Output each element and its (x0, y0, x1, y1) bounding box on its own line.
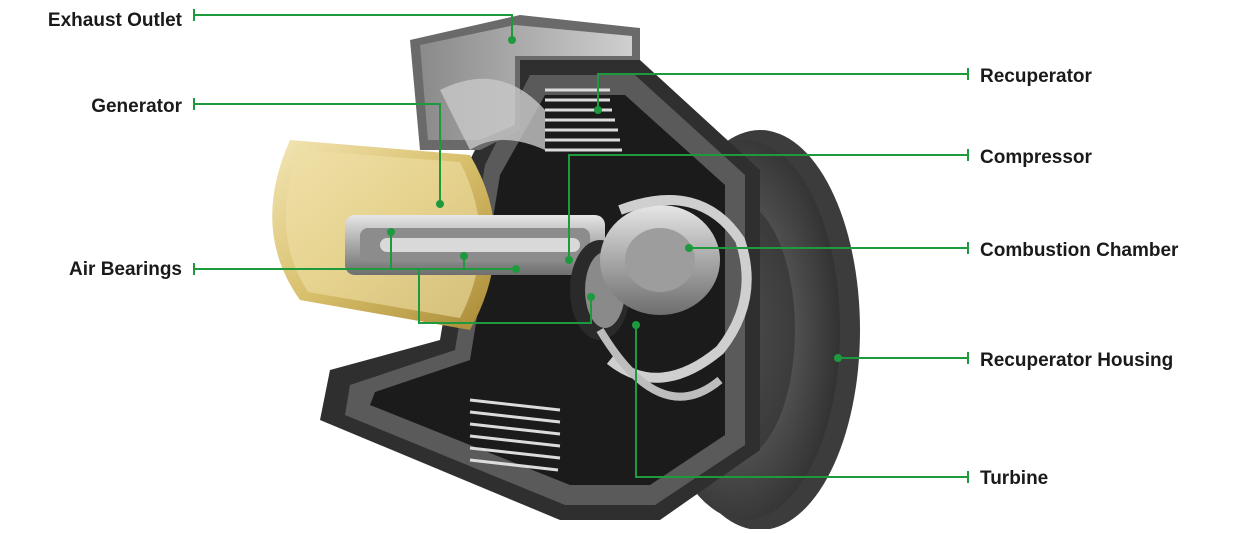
recuperator-fins-top (545, 88, 622, 152)
combustion-chamber-shape (596, 195, 752, 401)
leader-air-bearings-box-dot (587, 293, 595, 301)
leader-generator (194, 103, 441, 204)
leader-exhaust-outlet-dot (508, 36, 516, 44)
label-air-bearings: Air Bearings (69, 259, 182, 280)
recuperator-fins-bottom (469, 398, 561, 472)
exhaust-outlet-shape (410, 15, 640, 150)
label-generator: Generator (91, 96, 182, 117)
leader-generator-dot (436, 200, 444, 208)
label-turbine: Turbine (980, 468, 1049, 489)
leader-turbine (635, 325, 968, 478)
leader-compressor (568, 154, 968, 260)
leader-air-bearings-box (418, 269, 592, 324)
leader-exhaust-outlet (194, 14, 513, 40)
label-compressor: Compressor (980, 147, 1092, 168)
compressor-turbine-wheels (570, 205, 720, 340)
label-combustion-chamber: Combustion Chamber (980, 240, 1179, 261)
leader-air-bearings-dot (512, 265, 520, 273)
leader-recuperator-housing-dot (834, 354, 842, 362)
label-recuperator: Recuperator (980, 66, 1092, 87)
shaft-assembly-shape (345, 215, 605, 275)
label-recuperator-housing: Recuperator Housing (980, 350, 1174, 371)
leader-air-bearings-2-dot (387, 228, 395, 236)
label-exhaust-outlet: Exhaust Outlet (47, 10, 182, 31)
leader-combustion-chamber-dot (685, 244, 693, 252)
leader-recuperator (597, 73, 968, 110)
leader-turbine-dot (632, 321, 640, 329)
leader-recuperator-dot (594, 106, 602, 114)
leader-air-bearings-3-dot (460, 252, 468, 260)
leader-compressor-dot (565, 256, 573, 264)
